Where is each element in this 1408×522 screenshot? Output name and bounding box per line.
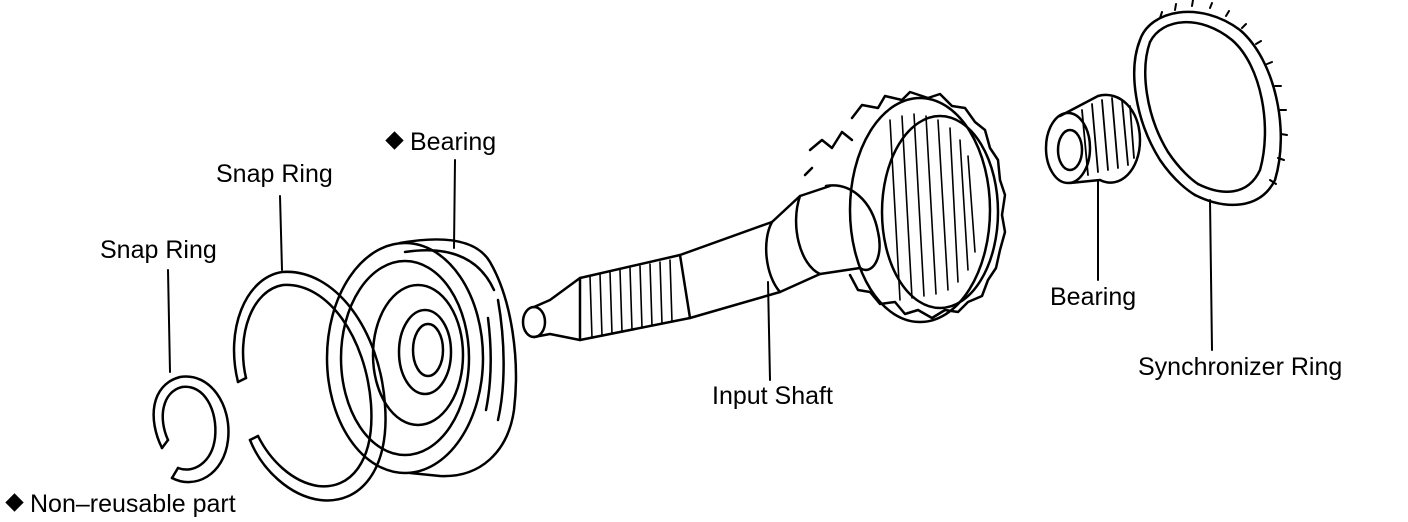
legend-non-reusable-text: Non–reusable part	[30, 490, 236, 518]
leader-lines	[167, 159, 1213, 381]
bearing-front-text: Bearing	[410, 128, 497, 156]
legend-non-reusable: Non–reusable part	[5, 490, 236, 518]
snap-ring-small-part	[152, 375, 230, 484]
snap-ring-inner-label: Snap Ring	[100, 236, 217, 264]
synchronizer-ring-part	[1133, 0, 1288, 206]
snap-ring-large-part	[232, 270, 387, 502]
diamond-icon	[385, 131, 404, 150]
bearing-needle-label: Bearing	[1050, 283, 1137, 311]
diamond-icon	[5, 493, 24, 512]
snap-ring-outer-label: Snap Ring	[216, 160, 333, 188]
bearing-front-label: Bearing	[385, 128, 497, 156]
input-shaft-label: Input Shaft	[712, 382, 833, 410]
needle-bearing-part	[1044, 93, 1142, 185]
synchronizer-ring-label: Synchronizer Ring	[1138, 353, 1343, 381]
input-shaft-part	[521, 90, 1007, 342]
ball-bearing-part	[325, 238, 518, 478]
